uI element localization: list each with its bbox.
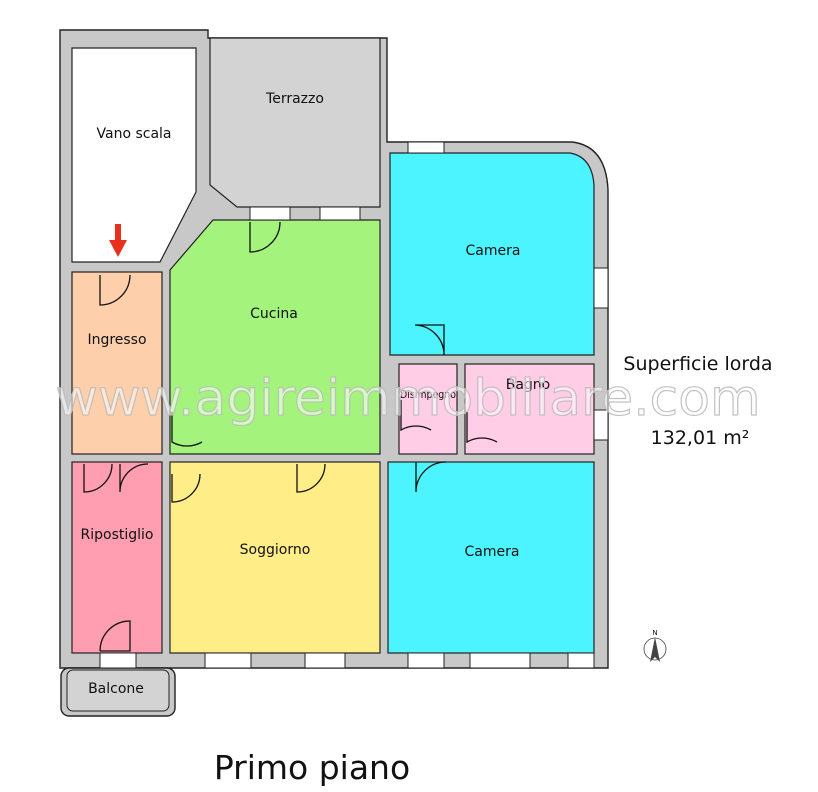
- label-disimpegno: Disimpegno: [400, 388, 456, 401]
- area-value: 132,01 m²: [651, 427, 750, 449]
- label-balcone: Balcone: [88, 681, 144, 697]
- terrazzo-room: [209, 37, 381, 208]
- disimpegno-room: [398, 363, 458, 455]
- balcone-floor: [66, 669, 170, 712]
- floor-title: Primo piano: [214, 748, 410, 787]
- label-vano-scala: Vano scala: [97, 126, 172, 142]
- label-ingresso: Ingresso: [87, 332, 146, 348]
- label-soggiorno: Soggiorno: [240, 542, 311, 558]
- vano-scala-room: [71, 47, 197, 263]
- label-ripostiglio: Ripostiglio: [81, 527, 154, 543]
- compass-icon: N: [643, 629, 667, 662]
- windows: [99, 141, 609, 669]
- doors: [83, 221, 498, 652]
- watermark: www.agireimmobiliare.com: [56, 369, 761, 427]
- label-bagno: Bagno: [506, 377, 551, 393]
- camera-bottom-room: [387, 461, 595, 654]
- entrance-arrow-icon: [109, 224, 127, 257]
- label-camera-top: Camera: [466, 243, 521, 259]
- bagno-room: [464, 363, 595, 455]
- soggiorno-room: [169, 461, 381, 654]
- label-terrazzo: Terrazzo: [265, 91, 324, 107]
- label-camera-bottom: Camera: [465, 544, 520, 560]
- ingresso-room: [71, 271, 163, 455]
- label-cucina: Cucina: [250, 306, 298, 322]
- area-label: Superficie lorda: [623, 353, 772, 375]
- compass-letter: N: [652, 629, 657, 637]
